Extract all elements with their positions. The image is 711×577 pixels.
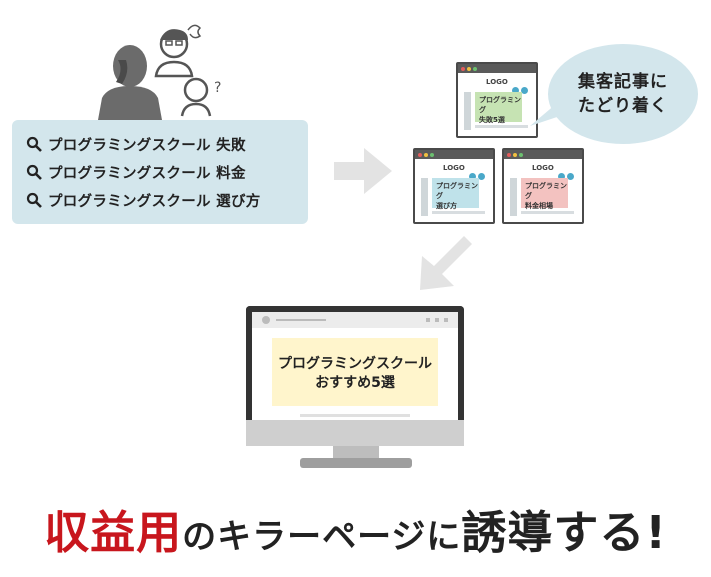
arrow-right-icon: [334, 148, 392, 194]
thumb-card-line: プログラミング: [436, 182, 478, 200]
confused-woman-icon: ?: [180, 77, 221, 117]
search-keyword-text: プログラミングスクール 選び方: [48, 193, 261, 210]
thumb-dots: [510, 79, 528, 98]
thumb-logo: LOGO: [532, 164, 554, 172]
thumb-card-line: 選び方: [436, 202, 457, 210]
thumb-card: プログラミング 失敗5選: [475, 92, 522, 124]
magnifier-icon: [26, 164, 42, 180]
headline-part: 誘導する!: [461, 506, 667, 559]
headline-part-red: 収益用: [44, 506, 183, 559]
killer-page-title-line: おすすめ5選: [315, 375, 395, 391]
thumb-card-line: 料金相場: [525, 202, 553, 210]
thumb-dots: [556, 165, 574, 184]
headline-part: のキラーページ: [182, 517, 427, 557]
speech-bubble: 集客記事に たどり着く: [548, 44, 698, 144]
headline-part: に: [426, 517, 462, 557]
search-keyword-row: プログラミングスクール 選び方: [26, 186, 308, 214]
magnifier-icon: [26, 136, 42, 152]
killer-page-title-line: プログラミングスクール: [278, 356, 432, 372]
monitor-chin: [246, 420, 464, 446]
thumb-card: プログラミング 料金相場: [521, 178, 568, 210]
woman-with-glasses-icon: [154, 24, 202, 78]
search-keyword-text: プログラミングスクール 失敗: [48, 137, 246, 154]
screen-bottom-line: [300, 414, 410, 417]
search-keyword-row: プログラミングスクール 料金: [26, 158, 308, 186]
magnifier-icon: [26, 192, 42, 208]
bubble-line: 集客記事に: [578, 72, 668, 92]
search-keyword-text: プログラミングスクール 料金: [48, 165, 246, 182]
headline: 収益用のキラーページに誘導する!: [0, 496, 711, 561]
svg-text:?: ?: [214, 80, 221, 96]
monitor-stand-neck: [333, 446, 379, 460]
arrow-down-left-icon: [420, 236, 472, 290]
monitor-stand-base: [300, 458, 412, 468]
thumb-dots: [467, 165, 485, 184]
screen-header-bar: [252, 312, 458, 328]
article-page-thumb-price: LOGO プログラミング 料金相場: [502, 148, 584, 224]
article-page-thumb-choose: LOGO プログラミング 選び方: [413, 148, 495, 224]
worried-man-icon: [98, 45, 162, 120]
thumb-card: プログラミング 選び方: [432, 178, 479, 210]
worried-people-illustration: ?: [98, 24, 221, 120]
bubble-line: たどり着く: [578, 96, 668, 116]
search-keyword-row: プログラミングスクール 失敗: [26, 130, 308, 158]
thumb-logo: LOGO: [486, 78, 508, 86]
search-keywords-box: プログラミングスクール 失敗 プログラミングスクール 料金 プログラミングスクー…: [12, 120, 308, 224]
killer-page-card: プログラミングスクール おすすめ5選: [272, 338, 438, 406]
thumb-card-line: プログラミング: [479, 96, 521, 114]
thumb-card-line: プログラミング: [525, 182, 567, 200]
thumb-logo: LOGO: [443, 164, 465, 172]
article-page-thumb-fail: LOGO プログラミング 失敗5選: [456, 62, 538, 138]
thumb-card-line: 失敗5選: [479, 116, 505, 124]
